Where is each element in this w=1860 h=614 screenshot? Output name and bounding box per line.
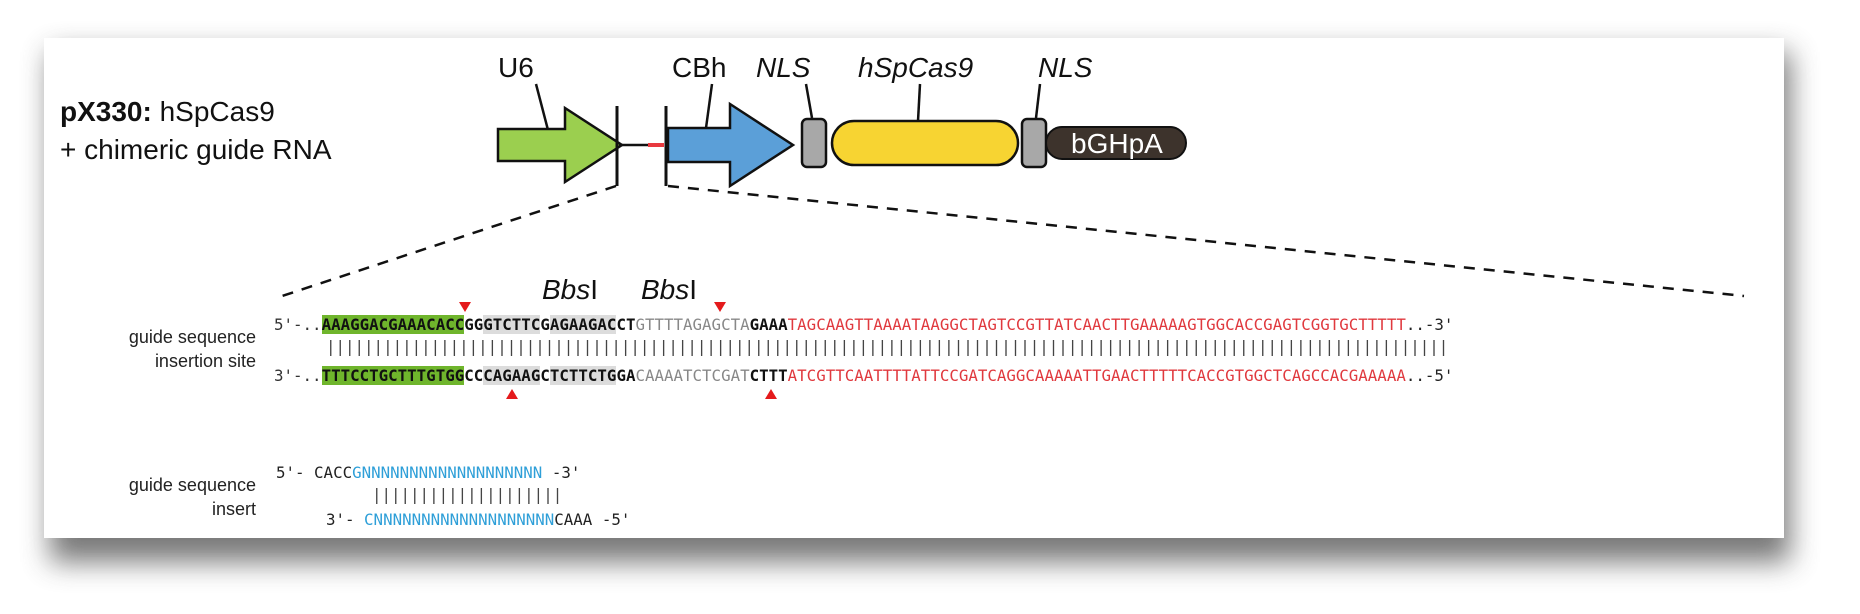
bbsi-label-1-roman: I <box>590 274 599 305</box>
insert-bottom-n: CNNNNNNNNNNNNNNNNNNN <box>364 510 555 529</box>
top-suffix: ..-3' <box>1405 315 1454 334</box>
bbsi-label-2-italic: Bbs <box>641 274 690 305</box>
cut-marker-top-1 <box>459 302 471 312</box>
u6-label: U6 <box>498 52 534 83</box>
bghpa-label: bGHpA <box>1071 128 1163 159</box>
nls-left-box <box>800 117 828 169</box>
plasmid-title: pX330: hSpCas9 + chimeric guide RNA <box>60 93 332 169</box>
bottom-bold: CTTT <box>749 366 788 385</box>
plasmid-desc-1: hSpCas9 <box>151 96 275 127</box>
bbsi-label-2: BbsI <box>641 274 697 306</box>
nls-right-label: NLS <box>1038 52 1093 83</box>
top-grey1: GTCTTC <box>483 315 541 334</box>
insert-label: guide sequence insert <box>70 473 256 521</box>
plasmid-title-line1: pX330: hSpCas9 <box>60 93 332 131</box>
top-prefix: 5'-.. <box>274 315 322 334</box>
cut-marker-bottom-2 <box>765 389 777 399</box>
cbh-pointer <box>704 83 714 129</box>
insertion-site-label: guide sequence insertion site <box>70 325 256 373</box>
insert-top-n: GNNNNNNNNNNNNNNNNNNN <box>352 463 543 482</box>
insertion-site-label-1: guide sequence <box>128 327 256 347</box>
insert-bottom-suffix: CAAA -5' <box>554 510 631 529</box>
insert-bottom-prefix: 3'- <box>326 510 365 529</box>
insertion-top-strand: 5'-..AAAGGACGAAACACCGGGTCTTCGAGAAGACCTGT… <box>274 315 1453 335</box>
top-seg1: GG <box>464 315 484 334</box>
bbsi-label-1: BbsI <box>542 274 598 306</box>
bottom-prefix: 3'-.. <box>274 366 322 385</box>
top-bold: GAAA <box>749 315 788 334</box>
u6-pointer <box>534 83 550 131</box>
insertion-site-label-2: insertion site <box>154 351 256 371</box>
top-green: AAAGGACGAAACACC <box>321 315 465 334</box>
bottom-seg2: C <box>540 366 550 385</box>
cbh-arrow <box>666 101 796 189</box>
insertion-base-pairs: ||||||||||||||||||||||||||||||||||||||||… <box>326 337 1449 356</box>
bottom-light: CAAAATCTCGAT <box>635 366 750 385</box>
bottom-seg1: CC <box>464 366 484 385</box>
cas9-body <box>830 119 1020 167</box>
insert-bottom-strand: 3'- CNNNNNNNNNNNNNNNNNNNCAAA -5' <box>326 510 630 530</box>
bottom-grey1: CAGAAG <box>483 366 541 385</box>
bottom-green: TTTCCTGCTTTGTGG <box>321 366 465 385</box>
cbh-label: CBh <box>672 52 727 83</box>
bbsi-label-1-italic: Bbs <box>542 274 591 305</box>
insertion-bottom-strand: 3'-..TTTCCTGCTTTGTGGCCCAGAAGCTCTTCTGGACA… <box>274 366 1453 386</box>
bottom-grey2: TCTTCTG <box>549 366 617 385</box>
insert-top-prefix: 5'- CACC <box>276 463 353 482</box>
insert-label-2: insert <box>211 499 256 519</box>
top-seg2: G <box>540 315 550 334</box>
bghpa-body <box>1045 126 1187 160</box>
insert-top-suffix: -3' <box>542 463 581 482</box>
bottom-suffix: ..-5' <box>1405 366 1454 385</box>
top-seg3: CT <box>616 315 636 334</box>
nls-right-pointer <box>1034 83 1042 119</box>
plasmid-colon: : <box>142 96 152 127</box>
insert-label-1: guide sequence <box>128 475 256 495</box>
nls-left-pointer <box>804 83 814 119</box>
plasmid-desc-2: + chimeric guide RNA <box>60 134 332 165</box>
top-light: GTTTTAGAGCTA <box>635 315 750 334</box>
cas9-label: hSpCas9 <box>858 52 974 83</box>
cut-marker-bottom-1 <box>506 389 518 399</box>
bottom-red: ATCGTTCAATTTTATTCCGATCAGGCAAAAATTGAACTTT… <box>787 366 1406 385</box>
insert-top-strand: 5'- CACCGNNNNNNNNNNNNNNNNNNN -3' <box>276 463 580 483</box>
bottom-seg3: GA <box>616 366 636 385</box>
bbsi-label-2-roman: I <box>689 274 698 305</box>
insert-base-pairs: |||||||||||||||||||| <box>372 485 563 504</box>
top-red: TAGCAAGTTAAAATAAGGCTAGTCCGTTATCAACTTGAAA… <box>787 315 1406 334</box>
nls-right-box <box>1020 117 1048 169</box>
zoom-line-right <box>667 184 1745 298</box>
cas9-pointer <box>916 83 922 122</box>
top-grey2: AGAAGAC <box>549 315 617 334</box>
plasmid-name: pX330 <box>60 96 143 127</box>
u6-arrow <box>496 105 625 185</box>
nls-left-label: NLS <box>756 52 811 83</box>
cut-marker-top-2 <box>714 302 726 312</box>
